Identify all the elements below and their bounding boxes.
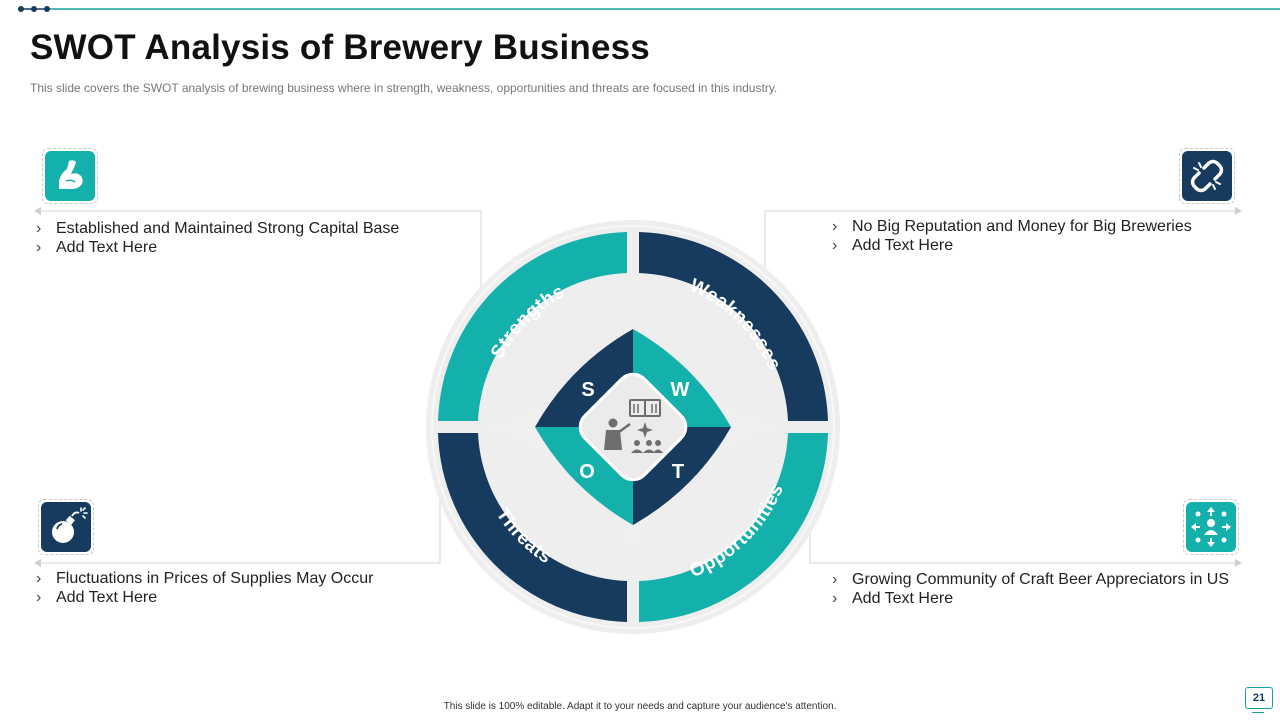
- presenter-icon: [604, 399, 663, 453]
- page-title: SWOT Analysis of Brewery Business: [30, 28, 650, 67]
- broken-link-icon: [1190, 159, 1224, 193]
- list-item: ›Growing Community of Craft Beer Appreci…: [832, 571, 1230, 588]
- bomb-icon: [52, 507, 88, 543]
- list-item: ›No Big Reputation and Money for Big Bre…: [832, 218, 1192, 235]
- list-item: ›Add Text Here: [36, 239, 158, 256]
- letter-o: O: [579, 461, 595, 483]
- connector-arrows: [34, 207, 1242, 567]
- list-item: ›Add Text Here: [36, 589, 158, 606]
- list-item: ›Add Text Here: [832, 237, 954, 254]
- page-number: 21: [1245, 687, 1273, 709]
- strengths-list: ›Established and Maintained Strong Capit…: [36, 219, 399, 257]
- segment-threats: [438, 433, 627, 622]
- list-item: ›Add Text Here: [832, 590, 954, 607]
- weaknesses-icon-box: [1179, 148, 1235, 204]
- flexed-arm-icon: [59, 160, 83, 189]
- footer-note: This slide is 100% editable. Adapt it to…: [443, 701, 837, 712]
- threats-icon-box: [38, 499, 94, 555]
- top-accent-bar: [18, 6, 1280, 12]
- letter-w: W: [671, 379, 690, 401]
- threats-list: ›Fluctuations in Prices of Supplies May …: [36, 569, 373, 607]
- segment-strengths: [438, 232, 627, 421]
- opportunities-icon-box: [1183, 499, 1239, 555]
- weaknesses-list: ›No Big Reputation and Money for Big Bre…: [832, 217, 1192, 255]
- letter-t: T: [672, 461, 684, 483]
- segment-weaknesses: [639, 232, 828, 421]
- page-subtitle: This slide covers the SWOT analysis of b…: [30, 81, 778, 95]
- list-item: ›Fluctuations in Prices of Supplies May …: [36, 570, 374, 587]
- segment-opportunities: [639, 433, 828, 622]
- letter-s: S: [581, 379, 594, 401]
- opportunities-list: ›Growing Community of Craft Beer Appreci…: [832, 570, 1229, 608]
- list-item: ›Established and Maintained Strong Capit…: [36, 220, 400, 237]
- strengths-icon-box: [42, 148, 98, 204]
- network-people-icon: [1191, 507, 1231, 547]
